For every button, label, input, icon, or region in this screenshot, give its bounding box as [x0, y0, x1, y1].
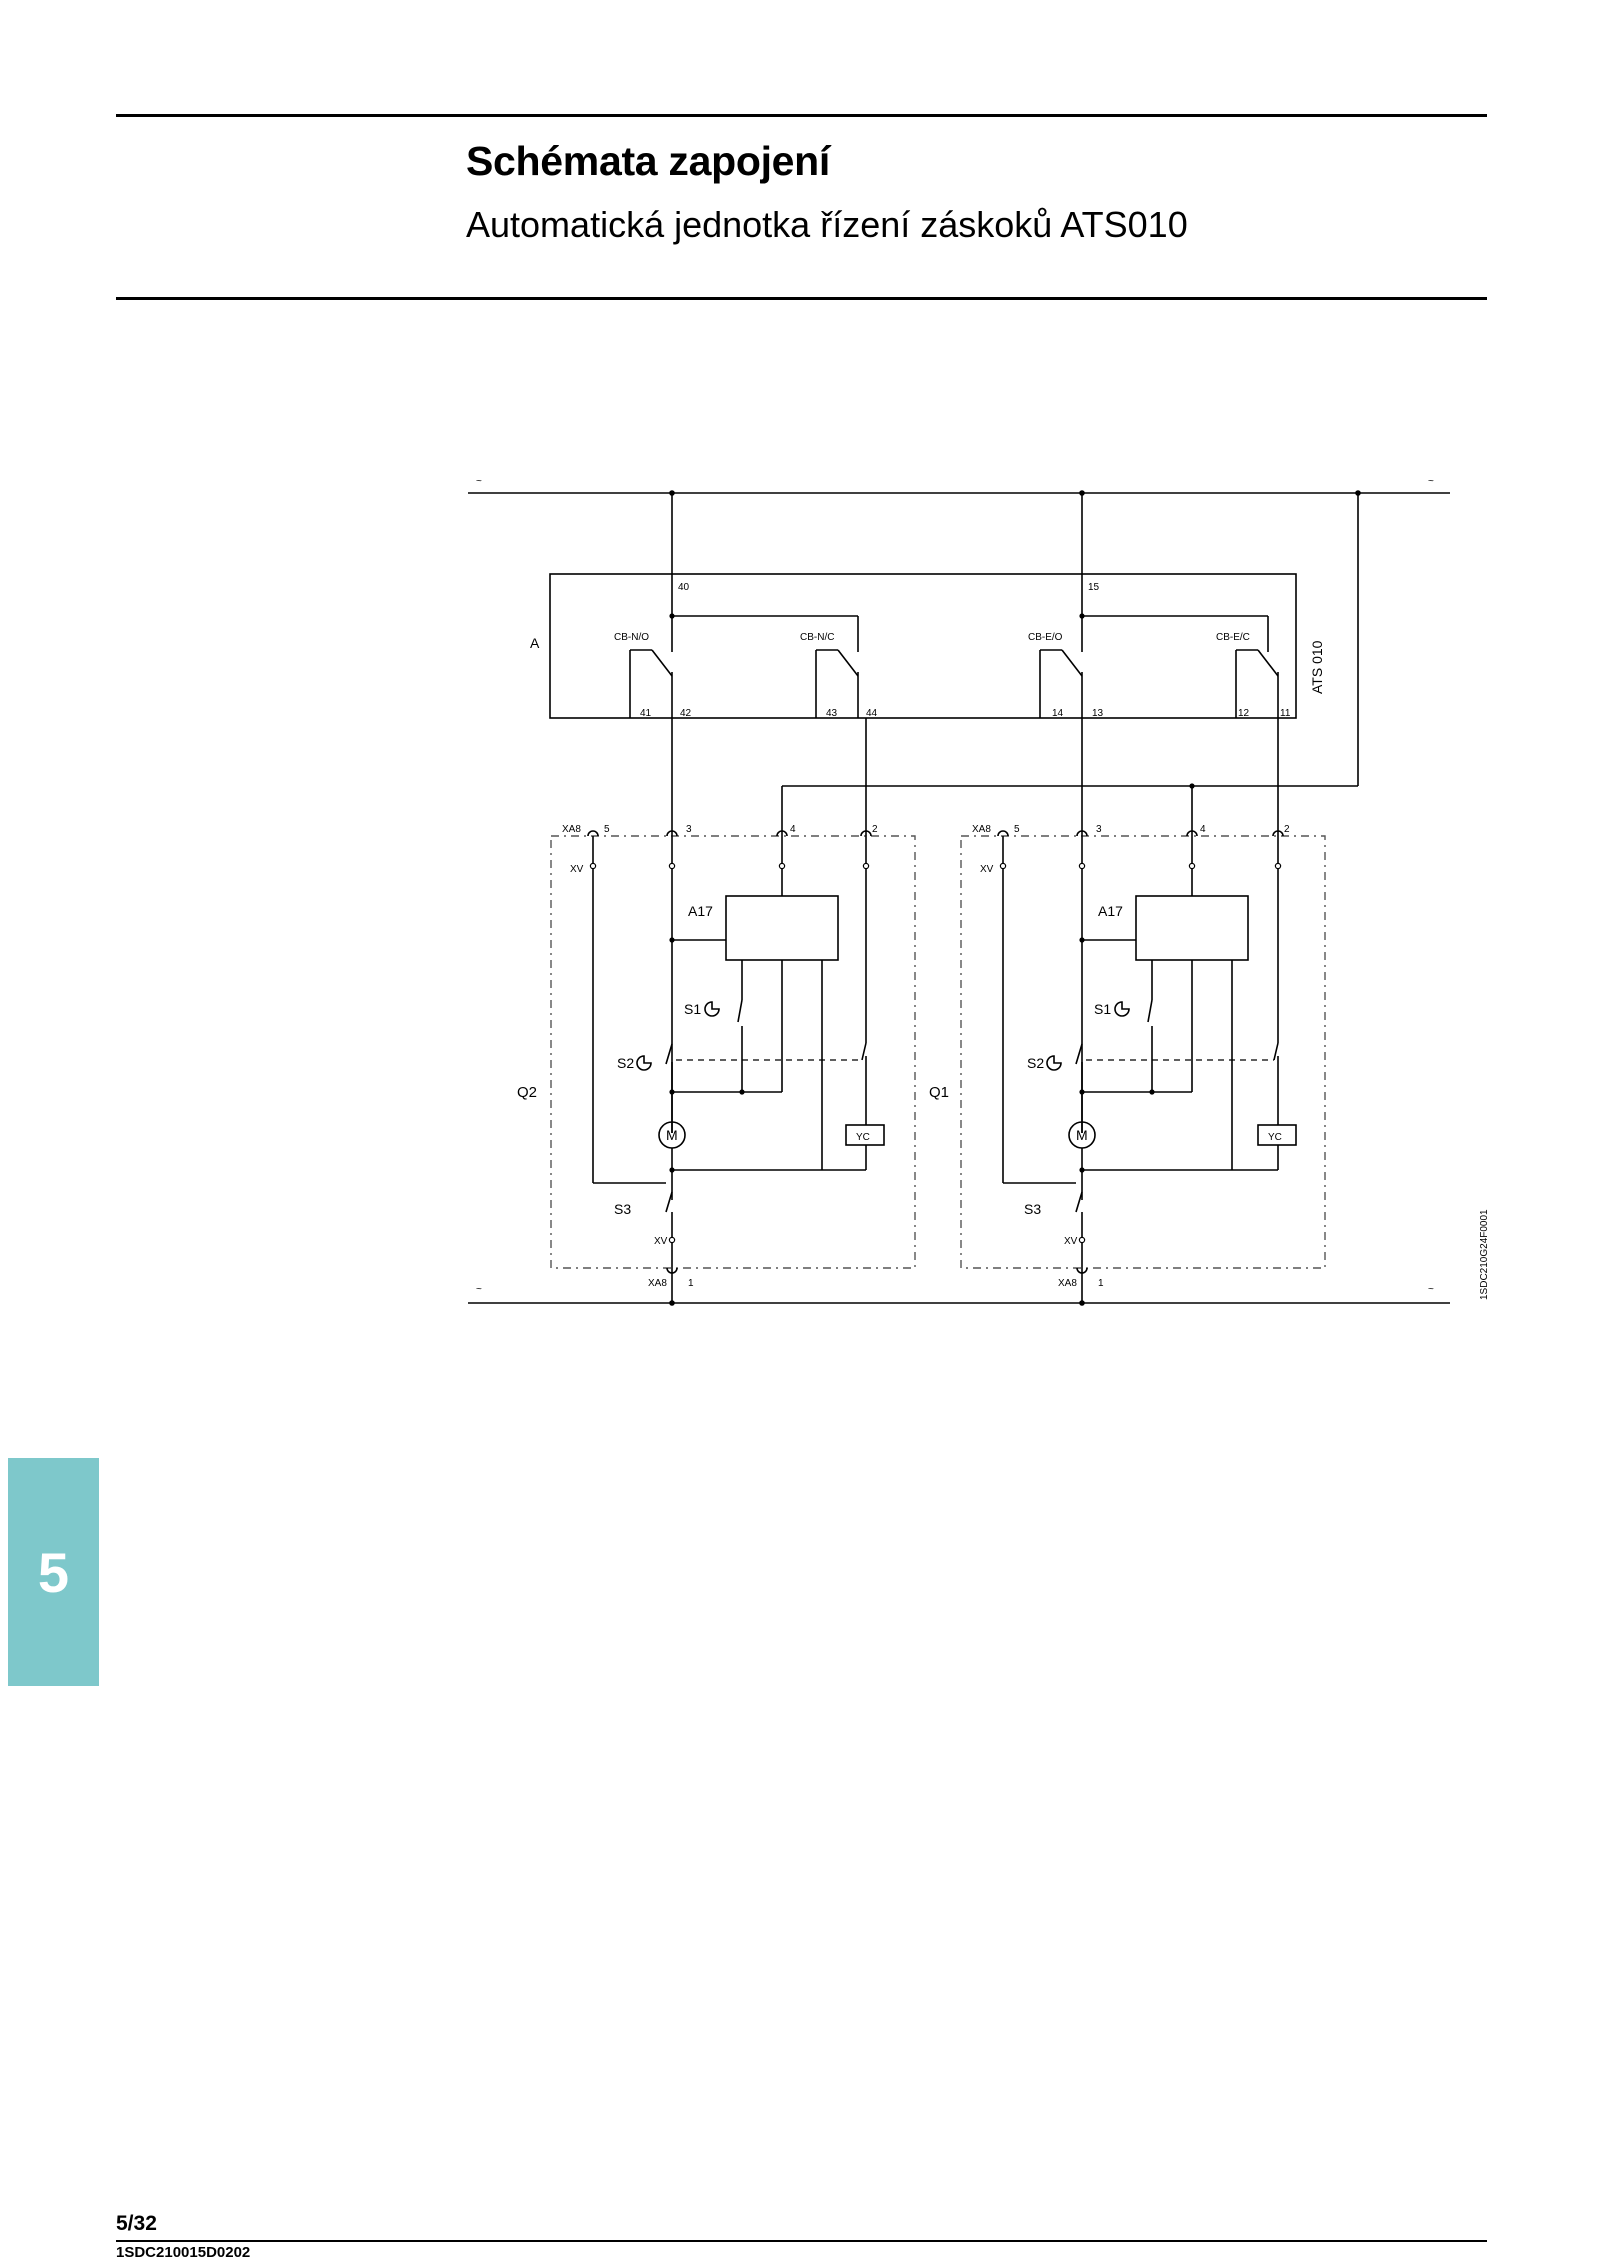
q1-aux-bottom: XV: [1064, 1236, 1078, 1247]
breaker-q1: [960, 830, 1326, 1303]
pin-42: 42: [680, 708, 692, 719]
supply-symbol-top-right: ~: [1428, 476, 1434, 487]
q1-s2-timer-icon: [1046, 1055, 1062, 1071]
pin-13: 13: [1092, 708, 1104, 719]
q2-connector-bottom: XA8: [648, 1278, 667, 1289]
q1-s2: S2: [1027, 1055, 1044, 1071]
q2-label: Q2: [517, 1084, 537, 1101]
node: [1189, 783, 1195, 789]
contact-label-cb-n-o: CB-N/O: [614, 632, 649, 643]
unit-label: A: [530, 635, 540, 651]
page-number: 5/32: [116, 2212, 157, 2235]
breaker-q2: [550, 830, 916, 1303]
q2-pin-2: 2: [872, 824, 878, 835]
pin-43: 43: [826, 708, 838, 719]
contact-cb-n-o: [629, 649, 673, 718]
q2-motor: M: [666, 1127, 678, 1143]
q1-pin-4: 4: [1200, 824, 1206, 835]
contact-label-cb-e-o: CB-E/O: [1028, 632, 1063, 643]
q2-connector-top: XA8: [562, 824, 581, 835]
q2-pin-4: 4: [790, 824, 796, 835]
contact-label-cb-n-c: CB-N/C: [800, 632, 834, 643]
q2-aux-top: XV: [570, 864, 584, 875]
q1-pin-1: 1: [1098, 1278, 1104, 1289]
q2-s2: S2: [617, 1055, 634, 1071]
unit-name: ATS 010: [1309, 640, 1325, 694]
drawing-code: 1SDC210G24F0001: [1479, 1209, 1490, 1300]
q1-pin-3: 3: [1096, 824, 1102, 835]
contact-cb-n-c: [815, 649, 859, 718]
node: [1079, 613, 1085, 619]
q1-s1-timer-icon: [1114, 1001, 1130, 1017]
q1-coil: YC: [1268, 1132, 1282, 1143]
q2-s1-timer-icon: [704, 1001, 720, 1017]
common-pin-15: 15: [1088, 582, 1100, 593]
q2-s1: S1: [684, 1001, 701, 1017]
pin-12: 12: [1238, 708, 1250, 719]
q1-module: A17: [1098, 903, 1123, 919]
q2-coil: YC: [856, 1132, 870, 1143]
q1-connector-top: XA8: [972, 824, 991, 835]
q1-connector-bottom: XA8: [1058, 1278, 1077, 1289]
q1-pin-2: 2: [1284, 824, 1290, 835]
node: [669, 613, 675, 619]
q2-pin-5: 5: [604, 824, 610, 835]
q2-s3: S3: [614, 1201, 631, 1217]
contact-cb-e-o: [1039, 649, 1083, 718]
supply-symbol-bottom-left: ~: [476, 1284, 482, 1295]
q2-s2-timer-icon: [636, 1055, 652, 1071]
contact-cb-e-c: [1235, 649, 1279, 718]
q1-s1: S1: [1094, 1001, 1111, 1017]
header-rule-top: [116, 114, 1487, 117]
pin-41: 41: [640, 708, 652, 719]
header-rule-bottom: [116, 297, 1487, 300]
pin-14: 14: [1052, 708, 1064, 719]
q1-label: Q1: [929, 1084, 949, 1101]
page-title: Schémata zapojení: [466, 138, 831, 184]
pin-44: 44: [866, 708, 878, 719]
footer-rule: [116, 2240, 1487, 2242]
document-code: 1SDC210015D0202: [116, 2244, 251, 2261]
q2-aux-bottom: XV: [654, 1236, 668, 1247]
q1-s3: S3: [1024, 1201, 1041, 1217]
chapter-tab: 5: [8, 1458, 99, 1686]
q2-module: A17: [688, 903, 713, 919]
page-subtitle: Automatická jednotka řízení záskoků ATS0…: [466, 204, 1188, 245]
ats010-unit: [549, 573, 1297, 719]
q1-pin-5: 5: [1014, 824, 1020, 835]
supply-symbol-top-left: ~: [476, 476, 482, 487]
q2-pin-3: 3: [686, 824, 692, 835]
contact-label-cb-e-c: CB-E/C: [1216, 632, 1250, 643]
q1-motor: M: [1076, 1127, 1088, 1143]
supply-symbol-bottom-right: ~: [1428, 1284, 1434, 1295]
q2-pin-1: 1: [688, 1278, 694, 1289]
pin-11: 11: [1280, 708, 1291, 719]
q1-aux-top: XV: [980, 864, 994, 875]
common-pin-40: 40: [678, 582, 690, 593]
